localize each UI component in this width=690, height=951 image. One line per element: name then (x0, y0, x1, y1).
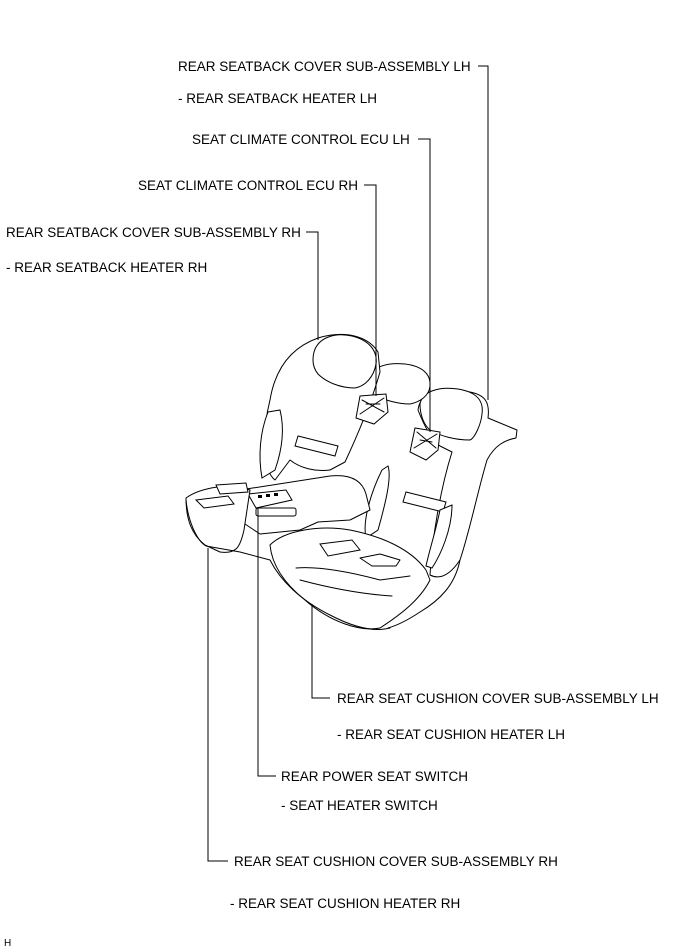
leader-climate-ecu-lh (418, 138, 431, 432)
leader-seatback-cover-rh (306, 231, 319, 340)
callout-labels: REAR SEATBACK COVER SUB-ASSEMBLY LH - RE… (4, 59, 659, 949)
label-cushion-cover-lh: REAR SEAT CUSHION COVER SUB-ASSEMBLY LH (337, 691, 659, 706)
seatback-panel-rh (259, 409, 283, 479)
figure-code: H (4, 938, 11, 949)
leader-seatback-cover-lh (478, 65, 489, 400)
headrest-rh (312, 334, 377, 389)
side-bolster-lh2 (425, 504, 453, 569)
leader-lines (207, 65, 489, 862)
side-bolster-lh (364, 465, 390, 539)
label-climate-ecu-lh: SEAT CLIMATE CONTROL ECU LH (192, 132, 410, 147)
label-climate-ecu-rh: SEAT CLIMATE CONTROL ECU RH (138, 178, 358, 193)
climate-ecu-lh-part (409, 427, 441, 461)
label-seatback-heater-lh: - REAR SEATBACK HEATER LH (178, 91, 377, 106)
label-seatback-heater-rh: - REAR SEATBACK HEATER RH (6, 260, 207, 275)
leader-climate-ecu-rh (364, 184, 377, 396)
headrest-lh (419, 387, 483, 441)
seatback-strip-rh (294, 435, 339, 457)
label-seat-heater-switch: - SEAT HEATER SWITCH (281, 798, 438, 813)
label-seatback-cover-rh: REAR SEATBACK COVER SUB-ASSEMBLY RH (6, 225, 301, 240)
leader-cushion-cover-rh (207, 548, 228, 862)
label-cushion-cover-rh: REAR SEAT CUSHION COVER SUB-ASSEMBLY RH (234, 854, 558, 869)
label-seatback-cover-lh: REAR SEATBACK COVER SUB-ASSEMBLY LH (178, 59, 471, 74)
seat-base (185, 499, 391, 630)
leader-cushion-cover-lh (311, 604, 330, 699)
power-seat-switch-part (247, 489, 293, 509)
leader-power-seat-switch (257, 508, 276, 777)
label-cushion-heater-rh: - REAR SEAT CUSHION HEATER RH (230, 896, 460, 911)
seatback-strip-lh (402, 491, 447, 513)
cushion-heater-lh-part (319, 539, 361, 557)
seat-cushion-rh (185, 485, 251, 553)
rear-seat-illustration (185, 334, 518, 630)
label-cushion-heater-lh: - REAR SEAT CUSHION HEATER LH (337, 727, 565, 742)
center-armrest (239, 475, 371, 535)
label-power-seat-switch: REAR POWER SEAT SWITCH (281, 769, 468, 784)
